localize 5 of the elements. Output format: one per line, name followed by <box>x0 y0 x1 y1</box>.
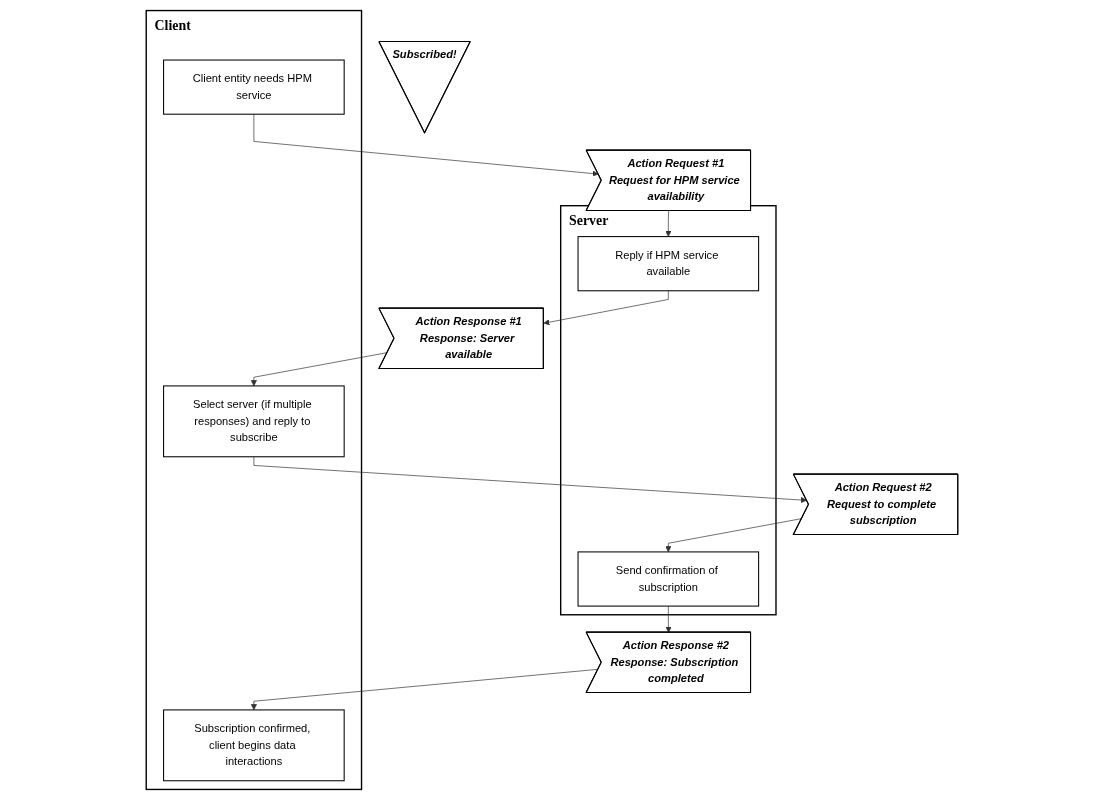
node-box: Client entity needs HPM service <box>163 59 345 115</box>
node-box: Send confirmation of subscription <box>577 550 760 607</box>
node-box: Subscription confirmed, client begins data interactions <box>163 708 345 781</box>
node-box: Reply if HPM service available <box>577 235 760 291</box>
node-box: Select server (if multiple responses) and reply to subscribe <box>163 384 345 457</box>
